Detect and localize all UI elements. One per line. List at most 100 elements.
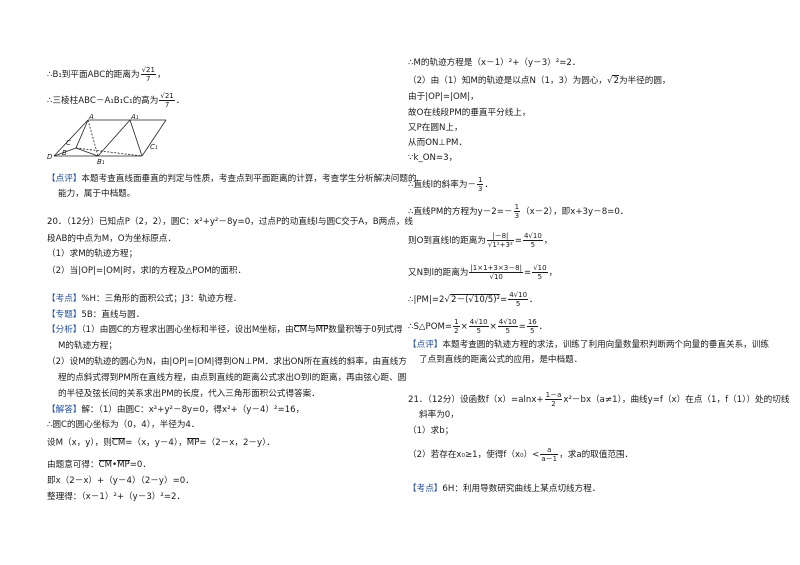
zhuanti-tag: 【专题】	[47, 310, 82, 320]
zhuanti-text: 5B：直线与圆．	[81, 310, 145, 320]
frac-num: 16	[526, 318, 538, 327]
comment-line-1: 【点评】本题考查直线面垂直的判定与性质，考查点到平面距离的计算，考查学生分析解决…	[47, 174, 417, 185]
fenxi-line-4: 程的点斜式得到PM所在直线方程，由点到直线的距离公式求出O到l的距离，再由弦心距…	[58, 373, 407, 383]
r9-text: ∴直线PM的方程为y－2=－	[408, 207, 513, 217]
frac-num: 1－a	[544, 391, 563, 400]
fig-label-C1: C₁	[150, 143, 158, 151]
r9-end: （x－2），即x+3y－8=0．	[521, 207, 629, 217]
frac-den: 5	[530, 241, 536, 249]
r2-text: （2）由（1）知M的轨迹是以点N（1，3）为圆心，	[408, 76, 607, 86]
vector-mp: MP	[117, 460, 130, 470]
frac-num: 1	[513, 203, 521, 212]
frac-den: 2	[454, 327, 459, 335]
comment-tag: 【点评】	[47, 174, 82, 184]
kaodian-text: 6H：利用导数研究曲线上某点切线方程．	[442, 484, 601, 494]
r8-text: ∴直线l的斜率为－	[408, 180, 477, 190]
frac-num: 1	[477, 176, 484, 185]
frac-num: 4√10	[508, 291, 529, 300]
r10-text: 则O到直线l的距离为	[408, 236, 486, 246]
q21-stem-2: 斜率为0，	[419, 410, 459, 420]
frac-den: √10	[489, 273, 503, 281]
zhuanti-line: 【专题】5B：直线与圆．	[47, 310, 144, 321]
frac-num: |1×1+3×3－8|	[469, 264, 523, 273]
q21-part1: （1）求b；	[408, 426, 454, 436]
frac-num: 4√10	[497, 318, 518, 327]
frac-den: 5	[505, 327, 510, 335]
vector-cm: CM	[111, 438, 126, 448]
jieda4-end: =0．	[129, 460, 151, 470]
jieda-line-1: 【解答】解：（1）由圆C：x²+y²－8y=0，得x²+（y－4）²=16，	[47, 405, 304, 416]
r12-text: ∴|PM|=2	[408, 295, 445, 305]
q21-part2-end: ，求a的取值范围．	[559, 450, 634, 460]
frac-num: 4√10	[522, 232, 543, 241]
jieda3-text: 设M（x，y），则	[47, 438, 112, 448]
fig-label-B1: B₁	[97, 158, 105, 166]
kaodian-tag: 【考点】	[408, 484, 443, 494]
frac-den: 5	[537, 273, 543, 281]
kaodian-text: %H：三角形的面积公式；J3：轨迹方程．	[81, 294, 242, 304]
jieda3-mid: =（x，y－4），	[125, 438, 187, 448]
frac-den: √1²+3²	[487, 241, 513, 249]
q20-stem-1: 20．（12分）已知点P（2，2），圆C：x²+y²－8y=0，过点P的动直线l…	[47, 217, 414, 227]
kaodian-tag: 【考点】	[47, 294, 82, 304]
q20-stem-2: 段AB的中点为M，O为坐标原点．	[47, 234, 177, 244]
prism-height-text: ∴三棱柱ABC－A₁B₁C₁的高为	[47, 96, 159, 106]
frac-den: 7	[146, 75, 151, 83]
r-line-2: （2）由（1）知M的轨迹是以点N（1，3）为圆心，√2为半径的圆，	[408, 75, 671, 86]
frac-num: √21	[140, 66, 156, 75]
area-text: ∴S△POM=	[408, 322, 453, 332]
frac-num: 4√10	[468, 318, 489, 327]
fenxi-mid: 与	[307, 325, 316, 335]
frac-den: 3	[478, 185, 483, 193]
q20-part1: （1）求M的轨迹方程；	[47, 249, 138, 259]
frac-den: a－1	[541, 455, 558, 463]
r-line-4: 故O在线段PM的垂直平分线上，	[408, 108, 531, 118]
frac-den: 3	[514, 212, 520, 220]
vector-cm: CM	[98, 460, 112, 470]
jieda-tag: 【解答】	[47, 405, 82, 415]
fig-label-A: A	[89, 113, 94, 121]
frac-den: 5	[515, 300, 521, 308]
jieda-line-3: 设M（x，y），则CM=（x，y－4），MP=（2－x，2－y）．	[47, 438, 275, 449]
r2-end: 为半径的圆，	[618, 76, 671, 86]
fig-label-B: B	[62, 149, 67, 157]
sqrt-2: 2	[612, 75, 619, 86]
fenxi-text: （1）由圆C的方程求出圆心坐标和半径，设出M坐标，由	[81, 325, 294, 335]
r-line-1: ∴M的轨迹方程是（x－1）²+（y－3）²=2．	[408, 58, 581, 68]
vector-mp: MP	[315, 325, 329, 335]
q21-part2-text: （2）若存在x₀≥1，使得f（x₀）<	[408, 450, 540, 460]
frac-den: 5	[476, 327, 481, 335]
vector-cm: CM	[293, 325, 308, 335]
fig-label-D: D	[47, 153, 53, 161]
jieda-line-5: 即x（2－x）+（y－4）（2－y）=0．	[47, 476, 194, 486]
prism-figure	[53, 119, 167, 157]
q21-text: 21．（12分）设函数f（x）=alnx+	[408, 395, 544, 405]
r-line-5: 又P在圆N上，	[408, 123, 463, 133]
q20-part2: （2）当|OP|=|OM|时，求l的方程及△POM的面积．	[47, 266, 247, 276]
r-line-6: 从而ON⊥PM．	[408, 138, 468, 148]
r-comment-line-1: 【点评】本题考查圆的轨迹方程的求法，训练了利用向量数量积判断两个向量的垂直关系，…	[408, 340, 769, 351]
kaodian-line: 【考点】%H：三角形的面积公式；J3：轨迹方程．	[47, 294, 242, 305]
frac-num: √10	[532, 264, 548, 273]
jieda-text: 解：（1）由圆C：x²+y²－8y=0，得x²+（y－4）²=16，	[81, 405, 305, 415]
jieda-line-6: 整理得：（x－1）²+（y－3）²=2．	[47, 492, 186, 502]
fig-label-A1: A₁	[131, 113, 139, 121]
distance-n-fraction: |1×1+3×3－8|√10	[469, 264, 523, 281]
r-line-7: ∵k_ON=3，	[408, 153, 458, 163]
jieda-line-4: 由题意可得：CM•MP=0．	[47, 460, 151, 470]
r11-text: 又N到l的距离为	[408, 268, 469, 278]
r-line-3: 由于|OP|=|OM|，	[408, 92, 479, 102]
comment-text: 本题考查直线面垂直的判定与性质，考查点到平面距离的计算，考查学生分析解决问题的	[81, 174, 417, 184]
